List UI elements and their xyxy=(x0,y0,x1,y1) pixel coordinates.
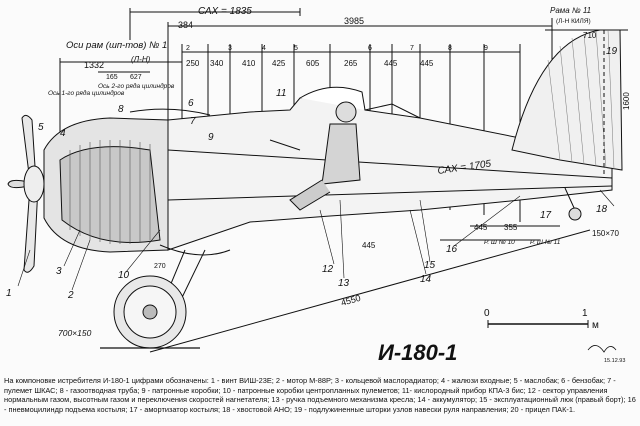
axis-label: Оси рам (шп-тов) № 1 xyxy=(66,40,167,51)
drawing-title: И-180-1 xyxy=(378,340,457,365)
scale-unit: м xyxy=(592,320,599,331)
frame-number-3: 3 xyxy=(228,45,232,52)
scale-zero: 0 xyxy=(484,308,490,319)
callout-16: 16 xyxy=(446,244,458,255)
callout-15: 15 xyxy=(424,260,436,271)
callout-13: 13 xyxy=(338,278,350,289)
dim-445d: 445 xyxy=(362,241,376,250)
cyl-row2-label: Ось 2-го ряда цилиндров xyxy=(98,82,175,90)
callout-4: 4 xyxy=(60,128,66,139)
ground-dimension xyxy=(149,225,591,353)
callout-3: 3 xyxy=(56,266,62,277)
callout-5: 5 xyxy=(38,122,44,133)
dim-150x70: 150×70 xyxy=(592,229,619,238)
callout-9: 9 xyxy=(208,132,214,143)
vertical-tail xyxy=(511,29,623,176)
scale-bar xyxy=(487,320,589,328)
dim-627: 627 xyxy=(130,74,142,81)
cyl-row1-label: Ось 1-го ряда цилиндров xyxy=(48,89,125,97)
engine-cowling xyxy=(43,108,211,253)
frame-number-8: 8 xyxy=(448,45,452,52)
frame-number-4: 4 xyxy=(262,45,266,52)
frame-number-6: 6 xyxy=(368,45,372,52)
dim-410: 410 xyxy=(242,59,256,68)
frame-label-11: Р. Ш № 11 xyxy=(530,239,561,246)
callout-leaders xyxy=(17,189,615,291)
pilot xyxy=(269,101,361,211)
dim-4550: 4550 xyxy=(340,293,362,308)
caption-line-4: 14 - аккумулятор; 15 - эксплуатационный … xyxy=(4,395,636,414)
dim-1332: 1332 xyxy=(84,60,104,70)
frame-number-5: 5 xyxy=(294,45,298,52)
axis-label-sub: (Л-Н) xyxy=(131,55,151,64)
caption-line-5: 19 - подлужиненные шторки узлов навески … xyxy=(293,404,576,414)
scale-one: 1 xyxy=(582,308,588,319)
dim-445b: 445 xyxy=(420,59,434,68)
callout-17: 17 xyxy=(540,210,552,221)
rama-label: Рама № 11 xyxy=(550,6,591,15)
callout-2: 2 xyxy=(67,290,74,301)
callout-8: 8 xyxy=(118,104,124,115)
caption-line-2: 5 - маслобак; 6 - бензобак; 7 - пулемет … xyxy=(4,376,616,395)
callout-18: 18 xyxy=(596,204,608,215)
caption-line-3: прибор КПА-3 бис; 12 - сектор управления… xyxy=(4,385,608,405)
callout-12: 12 xyxy=(322,264,334,275)
dim-700x150: 700×150 xyxy=(58,328,92,338)
signature-date: 15.12.93 xyxy=(604,358,625,364)
dim-270: 270 xyxy=(154,263,166,270)
caption-line-1: На компоновке истребителя И-180-1 цифрам… xyxy=(4,376,512,385)
callout-7: 7 xyxy=(190,116,196,127)
dim-3985: 3985 xyxy=(344,16,364,26)
dim-384: 384 xyxy=(178,20,193,30)
dim-340: 340 xyxy=(210,59,224,68)
callout-10: 10 xyxy=(118,270,130,281)
callout-19: 19 xyxy=(606,46,618,57)
legend-caption: На компоновке истребителя И-180-1 цифрам… xyxy=(4,376,638,414)
dim-445a: 445 xyxy=(384,59,398,68)
callout-14: 14 xyxy=(420,274,432,285)
frame-label-10: Р. Ш № 10 xyxy=(484,239,515,246)
callout-1: 1 xyxy=(6,288,12,299)
frame-number-2: 2 xyxy=(186,45,190,52)
callout-11: 11 xyxy=(276,88,286,99)
dim-445c: 445 xyxy=(474,223,488,232)
dim-1600: 1600 xyxy=(622,92,631,110)
callout-6: 6 xyxy=(188,98,194,109)
frame-number-7: 7 xyxy=(410,45,414,52)
landing-gear xyxy=(100,244,231,349)
dim-425: 425 xyxy=(272,59,286,68)
cax-label: САХ = 1835 xyxy=(198,6,252,17)
tail-wheel xyxy=(564,187,582,221)
frame-number-9: 9 xyxy=(484,45,488,52)
author-signature xyxy=(587,345,617,353)
aircraft-layout-drawing: САХ = 1835 384 3985 Рама № 11 (Л-Н КИЛЯ)… xyxy=(6,6,631,365)
dim-710: 710 xyxy=(583,31,597,40)
dim-165: 165 xyxy=(106,74,118,81)
rama-sub: (Л-Н КИЛЯ) xyxy=(556,18,591,25)
propeller xyxy=(7,114,45,273)
dim-355: 355 xyxy=(504,223,518,232)
dim-250: 250 xyxy=(186,59,200,68)
dim-605: 605 xyxy=(306,59,320,68)
dim-265: 265 xyxy=(344,59,358,68)
